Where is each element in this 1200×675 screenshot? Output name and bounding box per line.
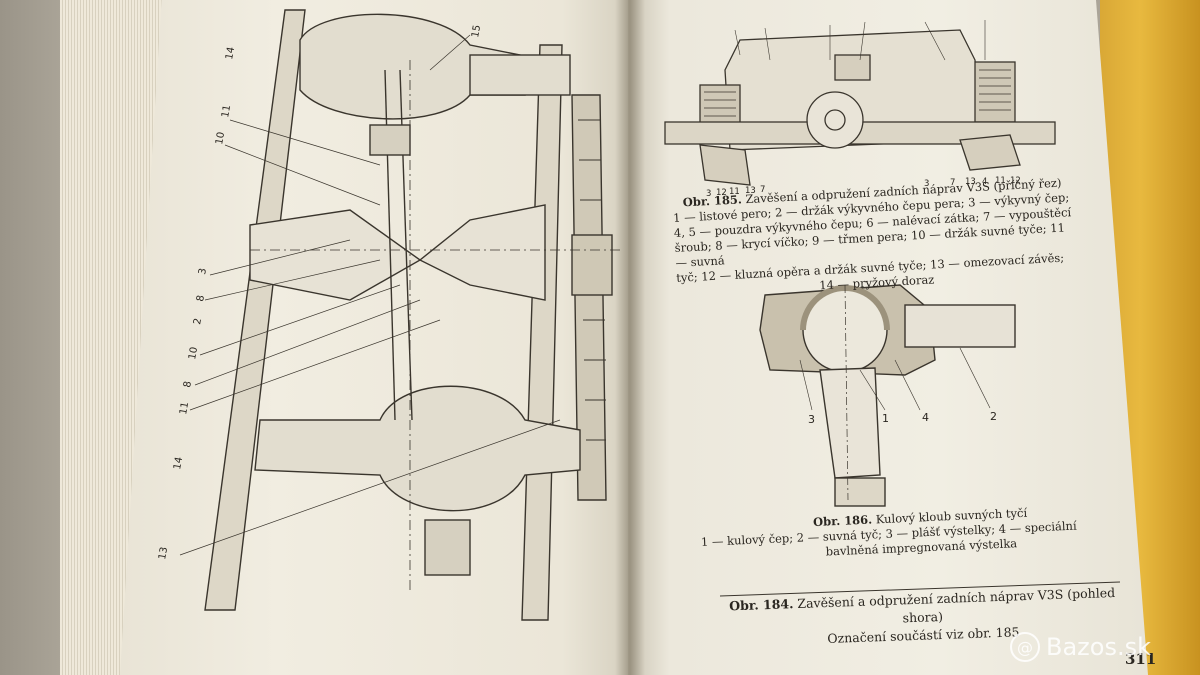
left-callout-9: 11 bbox=[178, 401, 191, 415]
left-callout-1: 14 bbox=[224, 46, 237, 60]
fig186-callout-2: 2 bbox=[990, 410, 997, 423]
fig185-callout-4: 13 bbox=[745, 186, 756, 196]
fig185-callout-3: 11 bbox=[729, 187, 740, 197]
fig185-callout-6: 3 bbox=[924, 179, 929, 189]
page-number: 311 bbox=[1125, 650, 1157, 668]
fig185-callout-9: 4 bbox=[982, 177, 987, 187]
fig185-callout-11: 12 bbox=[1010, 176, 1021, 186]
left-callout-8: 8 bbox=[182, 380, 194, 388]
left-callout-4: 3 bbox=[197, 267, 209, 275]
fig185-callout-5: 7 bbox=[760, 185, 765, 195]
watermark-text: Bazos.sk bbox=[1046, 633, 1151, 661]
fig185-callout-2: 12 bbox=[716, 188, 727, 198]
fig185-caption: Obr. 185. Zavěšení a odpružení zadních n… bbox=[672, 175, 1077, 301]
fig185-callout-7: 7 bbox=[950, 178, 955, 188]
at-sign-icon: @ bbox=[1010, 632, 1040, 662]
left-callout-6: 8 bbox=[195, 294, 207, 302]
left-callout-2: 11 bbox=[220, 104, 233, 118]
left-callout-7: 10 bbox=[187, 346, 200, 360]
fig186-callout-3: 3 bbox=[808, 413, 815, 426]
fig184-prefix: Obr. 184. bbox=[728, 596, 794, 614]
book-gutter bbox=[615, 0, 645, 675]
left-callout-12: 15 bbox=[470, 24, 483, 38]
fig185-callout-1: 3 bbox=[706, 189, 711, 199]
fig186-callout-1: 1 bbox=[882, 412, 889, 425]
left-callout-5: 2 bbox=[192, 317, 204, 325]
watermark: @ Bazos.sk bbox=[1010, 632, 1151, 662]
fig185-callout-8: 13 bbox=[965, 177, 976, 187]
fig186-prefix: Obr. 186. bbox=[812, 512, 873, 530]
left-callout-10: 14 bbox=[172, 456, 185, 470]
left-callout-3: 10 bbox=[214, 131, 227, 145]
fig185-callout-10: 11 bbox=[995, 176, 1006, 186]
fig186-callout-4: 4 bbox=[922, 411, 929, 424]
left-callout-11: 13 bbox=[157, 546, 170, 560]
